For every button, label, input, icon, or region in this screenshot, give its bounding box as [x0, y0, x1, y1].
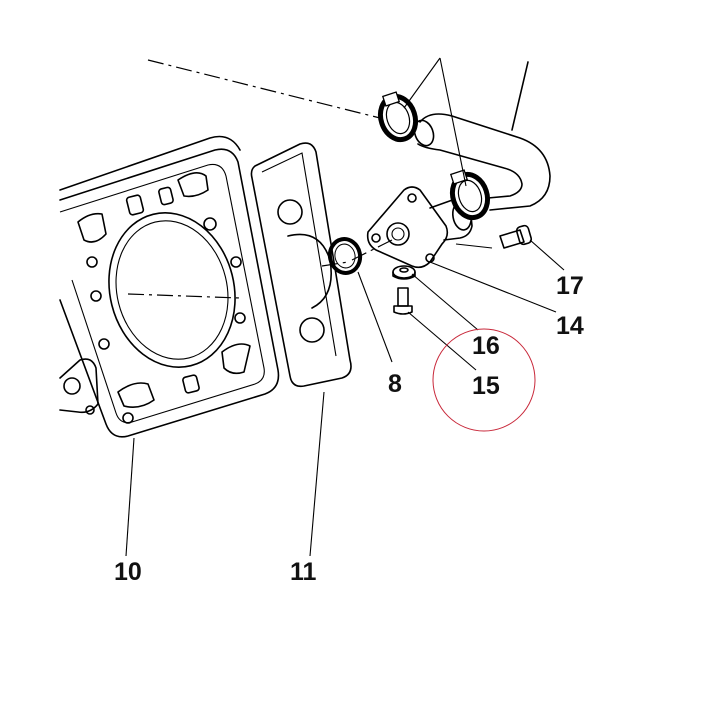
coolant-hose: [413, 61, 551, 211]
label-15: 15: [472, 372, 500, 400]
label-8: 8: [388, 370, 402, 398]
label-14: 14: [556, 312, 584, 340]
label-11: 11: [290, 558, 317, 586]
washer-16: [392, 265, 416, 280]
highlight-circle: [432, 328, 536, 432]
label-17: 17: [556, 272, 584, 300]
screw-17: [499, 224, 533, 249]
hose-clamp-upper: [377, 91, 419, 143]
leader-lines: [125, 239, 565, 557]
bolt-15: [393, 287, 413, 315]
hose-clamp-lower: [449, 169, 491, 221]
label-16: 16: [472, 332, 500, 360]
flange-gasket-plate: [250, 142, 352, 388]
o-ring: [327, 237, 363, 275]
label-10: 10: [114, 558, 142, 586]
cylinder-head-gasket: [59, 135, 280, 438]
